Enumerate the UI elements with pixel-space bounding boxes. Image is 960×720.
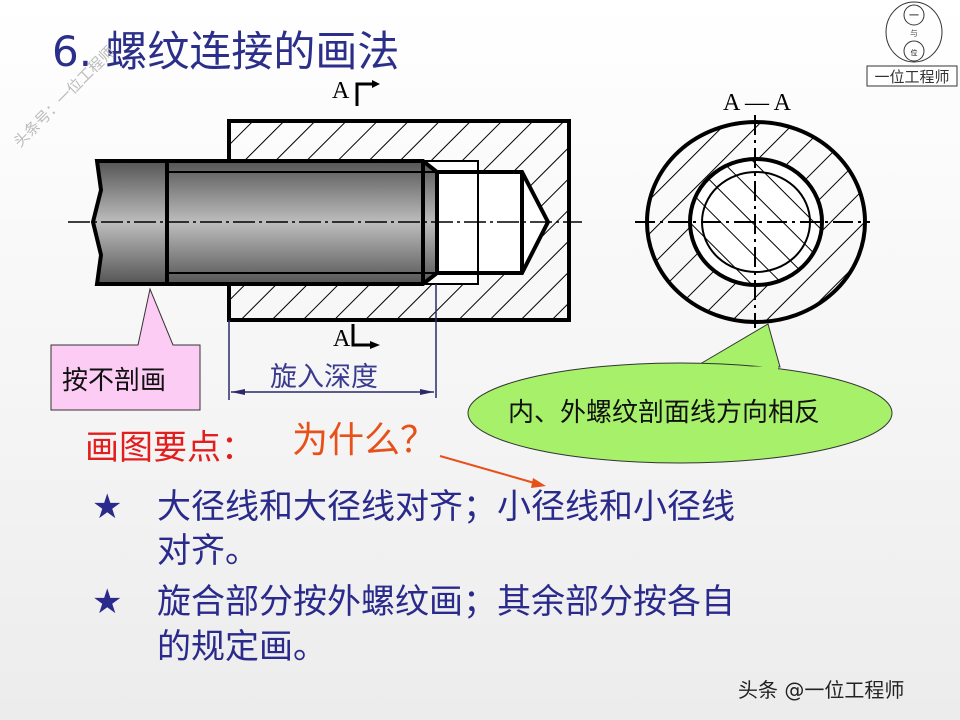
thread-connection-drawing: A A 旋入深度	[68, 78, 582, 400]
point-1-line-2: 对齐。	[157, 531, 259, 571]
bullet-star-icon: ★	[92, 487, 122, 527]
callout-left-text: 按不剖画	[62, 366, 166, 396]
points-heading: 画图要点：	[85, 428, 255, 468]
callout-not-sectioned: 按不剖画	[50, 287, 201, 411]
logo-label: 一位工程师	[874, 68, 949, 86]
point-2-line-1: 旋合部分按外螺纹画；其余部分按各自	[157, 582, 735, 622]
section-view-label: A — A	[723, 90, 792, 116]
question-text: 为什么？	[292, 420, 436, 461]
question-annotation: 为什么？	[292, 420, 546, 488]
point-1-line-1: 大径线和大径线对齐；小径线和小径线	[157, 487, 735, 527]
logo-top-char: 一	[909, 11, 919, 22]
logo-mid-char: 与	[910, 29, 918, 38]
callout-right-text: 内、外螺纹剖面线方向相反	[508, 398, 820, 428]
point-2-line-2: 的规定画。	[157, 627, 327, 667]
dimension-label: 旋入深度	[270, 362, 378, 393]
callout-hatch-direction: 内、外螺纹剖面线方向相反	[467, 323, 893, 464]
section-mark-top: A	[332, 78, 350, 104]
logo: 一 与 位 一位工程师	[866, 1, 958, 87]
section-view: A — A	[635, 90, 870, 328]
footer-attribution: 头条 @一位工程师	[738, 678, 904, 702]
logo-bottom-char: 位	[911, 48, 918, 57]
section-mark-bottom: A	[333, 326, 351, 352]
page-title: 6. 螺纹连接的画法	[52, 27, 399, 76]
bullet-star-icon: ★	[92, 582, 122, 622]
